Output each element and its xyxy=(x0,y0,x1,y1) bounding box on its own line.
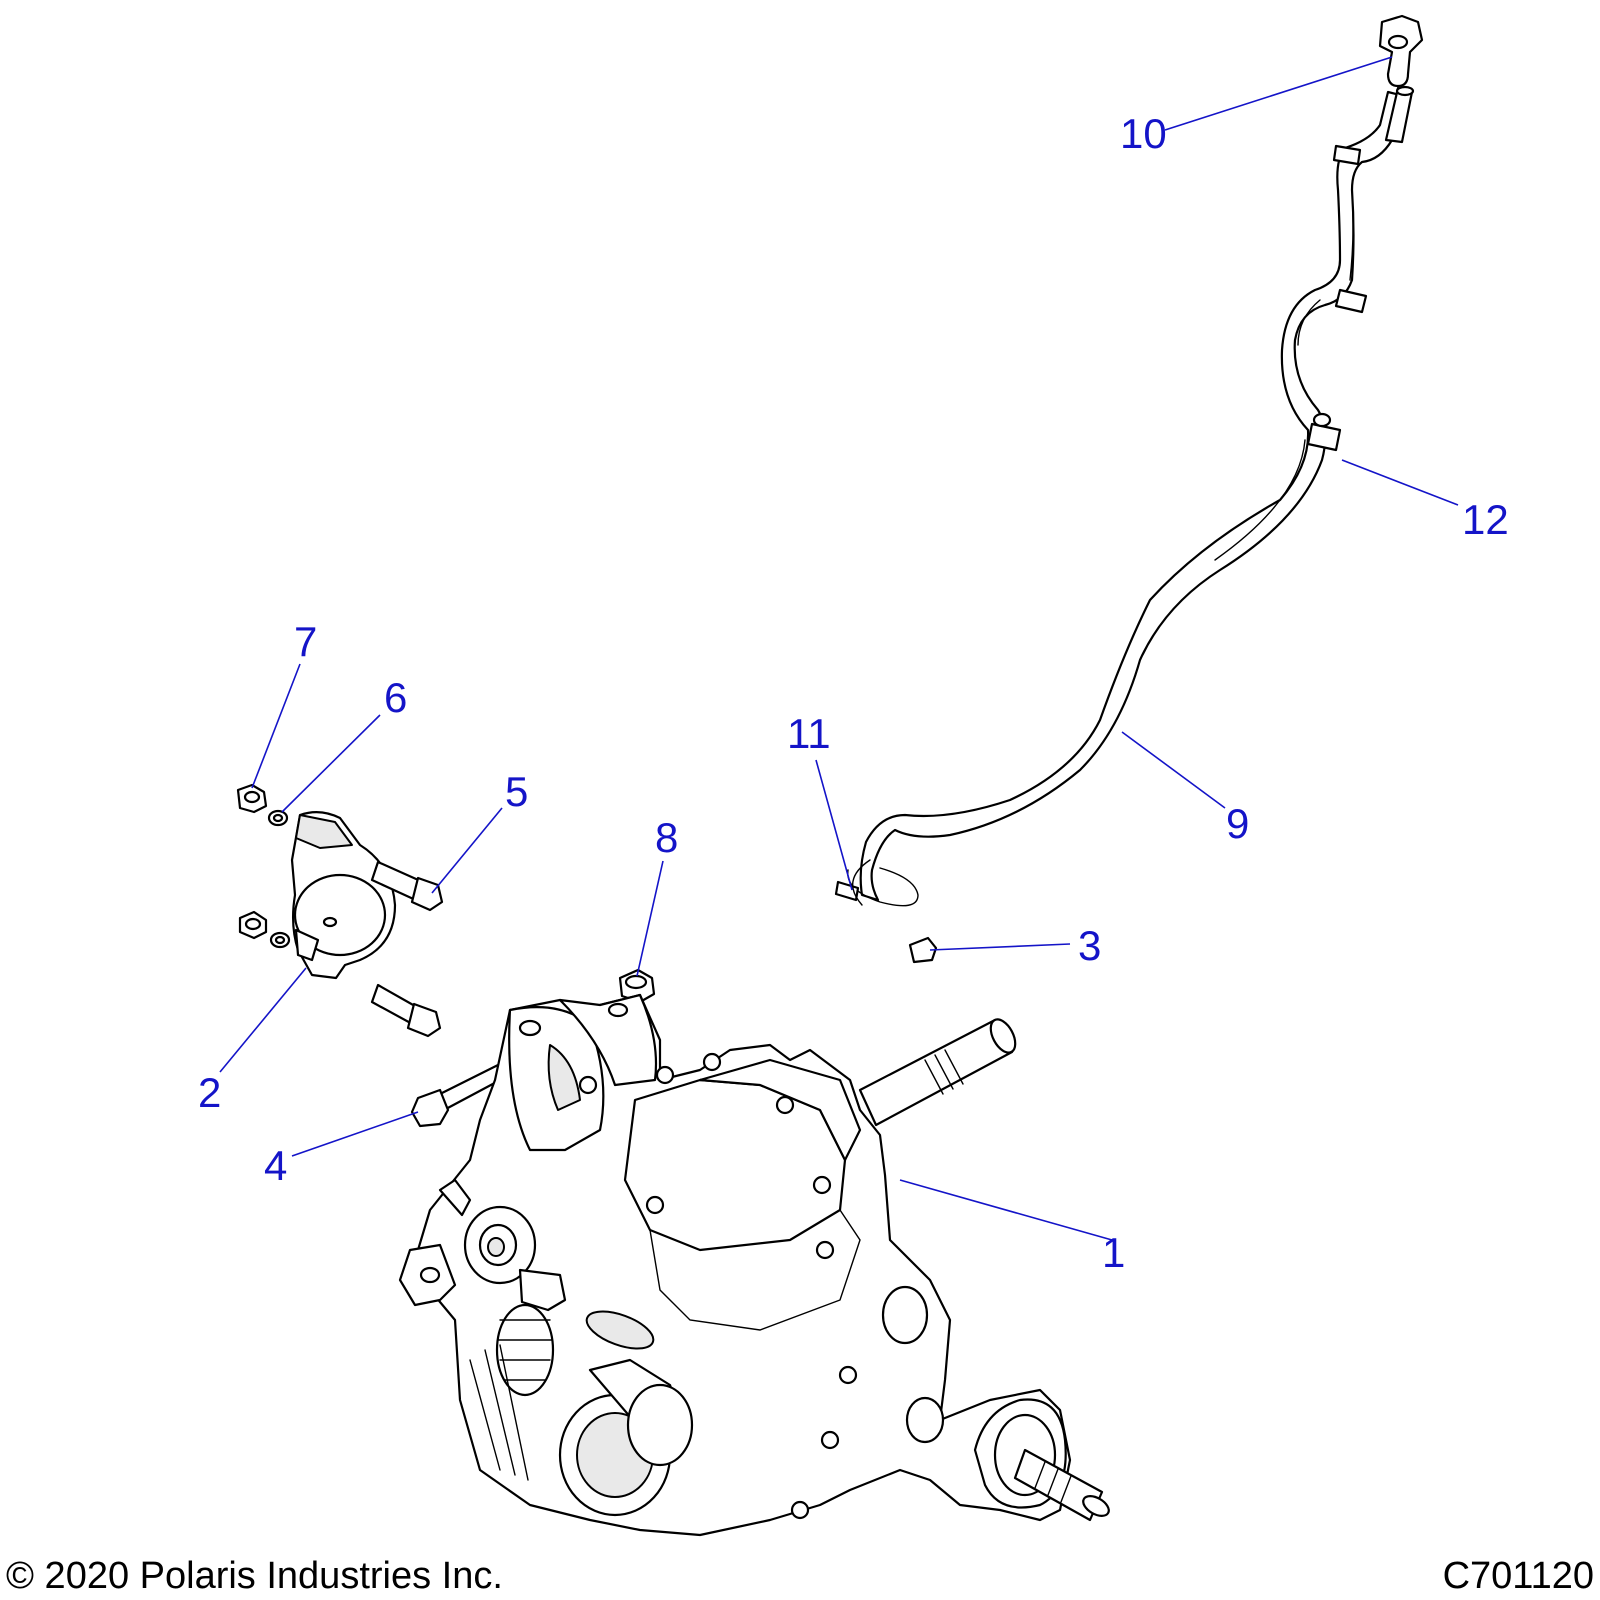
callout-12: 12 xyxy=(1462,496,1509,543)
leader-1 xyxy=(899,1179,1113,1241)
lock-washer-upper xyxy=(267,809,289,827)
flange-nut-lower xyxy=(238,910,268,940)
callout-3: 3 xyxy=(1078,922,1101,969)
callout-2: 2 xyxy=(198,1069,221,1116)
callout-9: 9 xyxy=(1226,800,1249,847)
leader-7 xyxy=(251,663,301,789)
leader-lines xyxy=(219,56,1459,1241)
bolt-long xyxy=(410,1063,506,1128)
shift-actuator xyxy=(290,811,397,980)
callout-8: 8 xyxy=(655,814,678,861)
leader-12 xyxy=(1341,459,1459,506)
leader-9 xyxy=(1121,731,1226,809)
flange-nut-upper xyxy=(236,783,268,814)
leader-5 xyxy=(431,807,503,894)
drain-plug xyxy=(618,968,656,1004)
bolt-lower xyxy=(370,983,442,1038)
leader-2 xyxy=(219,967,307,1073)
leader-3 xyxy=(929,943,1071,951)
callout-5: 5 xyxy=(505,768,528,815)
lock-washer-lower xyxy=(269,931,291,949)
callout-11: 11 xyxy=(787,710,831,757)
callout-6: 6 xyxy=(384,674,407,721)
callout-4: 4 xyxy=(264,1142,287,1189)
callout-7: 7 xyxy=(294,618,317,665)
bolt-upper xyxy=(370,860,444,912)
callout-1: 1 xyxy=(1102,1229,1125,1276)
hose-fitting xyxy=(1378,14,1424,144)
leader-10 xyxy=(1164,56,1393,131)
drawing-number: C701120 xyxy=(1443,1555,1594,1597)
callout-labels: 1 2 3 4 5 6 7 8 9 10 11 12 xyxy=(198,110,1509,1276)
leader-8 xyxy=(636,860,664,977)
leader-6 xyxy=(281,714,381,813)
leader-4 xyxy=(291,1111,419,1157)
vent-hose xyxy=(859,90,1402,902)
leader-11 xyxy=(815,759,853,891)
hose-clamp xyxy=(1306,412,1342,452)
hose-clip-upper xyxy=(1332,144,1368,314)
callout-10: 10 xyxy=(1120,110,1167,157)
hose-clip xyxy=(908,936,938,964)
transmission-assembly xyxy=(398,993,1110,1537)
housing-bolts xyxy=(578,1052,858,1520)
copyright-notice: © 2020 Polaris Industries Inc. xyxy=(6,1555,503,1597)
